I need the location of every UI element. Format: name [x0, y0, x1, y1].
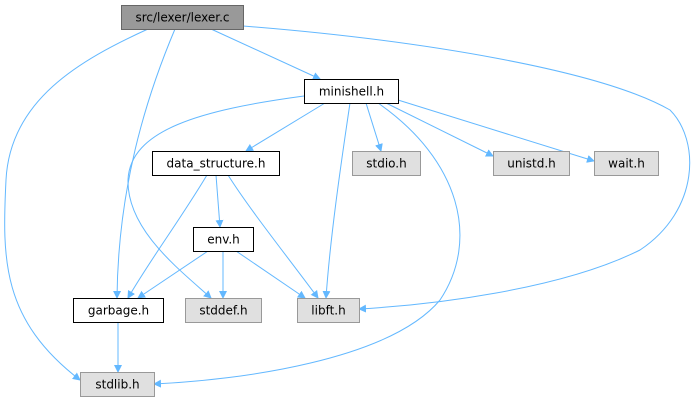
node-label: wait.h [608, 157, 645, 171]
node-env-h[interactable]: env.h [193, 227, 254, 252]
node-box [152, 151, 280, 176]
node-minishell-h[interactable]: minishell.h [304, 79, 399, 104]
node-data-structure-h[interactable]: data_structure.h [152, 151, 280, 176]
edge-lexer-c-to-libft-h [242, 25, 691, 313]
node-lexer-c[interactable]: src/lexer/lexer.c [121, 5, 244, 30]
node-label: libft.h [311, 304, 345, 318]
node-label: stdio.h [366, 157, 406, 171]
edge-data-structure-h-to-garbage-h [127, 174, 208, 299]
node-box [594, 151, 659, 176]
edge-lexer-c-to-minishell-h [210, 28, 321, 80]
node-stddef-h[interactable]: stddef.h [185, 298, 262, 323]
edge-minishell-h-to-stdlib-h [153, 102, 461, 388]
edge-lexer-c-to-stdlib-h [4, 28, 149, 381]
edge-data-structure-h-to-libft-h [227, 174, 319, 299]
node-label: data_structure.h [167, 157, 266, 171]
node-label: env.h [207, 233, 240, 247]
node-label: garbage.h [88, 304, 149, 318]
node-stdlib-h[interactable]: stdlib.h [80, 372, 155, 397]
edge-minishell-h-to-unistd-h [385, 102, 494, 157]
node-stdio-h[interactable]: stdio.h [352, 151, 421, 176]
node-box [297, 298, 360, 323]
node-unistd-h[interactable]: unistd.h [493, 151, 570, 176]
node-label: stdlib.h [95, 378, 139, 392]
edge-minishell-h-to-stddef-h [127, 95, 305, 299]
edge-lexer-c-to-garbage-h [113, 28, 176, 299]
edge-minishell-h-to-data-structure-h [245, 102, 326, 152]
node-label: stddef.h [199, 304, 247, 318]
edge-env-h-to-garbage-h [137, 250, 209, 299]
node-box [80, 372, 155, 397]
edge-minishell-h-to-stdio-h [365, 102, 383, 152]
node-wait-h[interactable]: wait.h [594, 151, 659, 176]
node-box [73, 298, 164, 323]
node-box [185, 298, 262, 323]
edge-data-structure-h-to-env-h [215, 174, 224, 228]
edge-minishell-h-to-libft-h [322, 102, 351, 299]
edges [4, 25, 691, 388]
node-box [304, 79, 399, 104]
node-label: src/lexer/lexer.c [135, 11, 229, 25]
edge-env-h-to-libft-h [235, 250, 306, 299]
node-box [121, 5, 244, 30]
node-libft-h[interactable]: libft.h [297, 298, 360, 323]
nodes: src/lexer/lexer.c minishell.h data_structu… [73, 5, 659, 397]
node-box [193, 227, 254, 252]
node-label: unistd.h [507, 157, 556, 171]
node-garbage-h[interactable]: garbage.h [73, 298, 164, 323]
edge-minishell-h-to-wait-h [397, 99, 595, 163]
node-box [493, 151, 570, 176]
node-label: minishell.h [319, 85, 384, 99]
node-box [352, 151, 421, 176]
